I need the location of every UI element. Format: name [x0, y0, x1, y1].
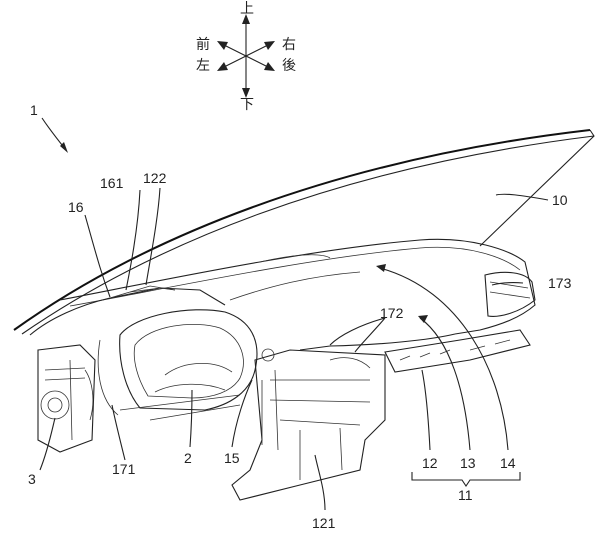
ref-label-1: 1 — [30, 102, 38, 118]
ref-label-161: 161 — [100, 175, 124, 191]
ref-label-173: 173 — [548, 275, 572, 291]
ref-label-14: 14 — [500, 455, 516, 471]
direction-up-label: 上 — [240, 1, 254, 17]
center-support-bracket — [231, 348, 386, 501]
reference-numerals: 1 161 122 16 10 173 172 3 171 2 15 12 13… — [28, 102, 572, 531]
direction-right-label: 右 — [282, 37, 296, 53]
ref-label-122: 122 — [143, 170, 167, 186]
lower-reinforcement-member — [119, 329, 531, 421]
ref-label-172: 172 — [380, 305, 404, 321]
ref-label-2: 2 — [184, 450, 192, 466]
direction-left-label: 左 — [196, 58, 210, 74]
ref-label-16: 16 — [68, 199, 84, 215]
left-side-bracket — [37, 344, 96, 453]
windshield — [13, 129, 595, 335]
direction-front-label: 前 — [196, 36, 210, 53]
direction-rear-label: 後 — [282, 58, 296, 74]
ref-label-121: 121 — [312, 515, 336, 531]
direction-compass: 上 下 前 左 右 後 — [196, 1, 296, 113]
ref-label-12: 12 — [422, 455, 438, 471]
dashboard-body — [29, 238, 536, 351]
ref-label-171: 171 — [112, 461, 136, 477]
leader-lines — [39, 117, 549, 511]
ref-label-11: 11 — [458, 487, 473, 503]
instrument-cluster — [97, 309, 258, 416]
ref-label-10: 10 — [552, 192, 568, 208]
ref-label-3: 3 — [28, 471, 36, 487]
ref-label-13: 13 — [460, 455, 476, 471]
ref-label-15: 15 — [224, 450, 240, 466]
direction-down-label: 下 — [240, 97, 254, 113]
